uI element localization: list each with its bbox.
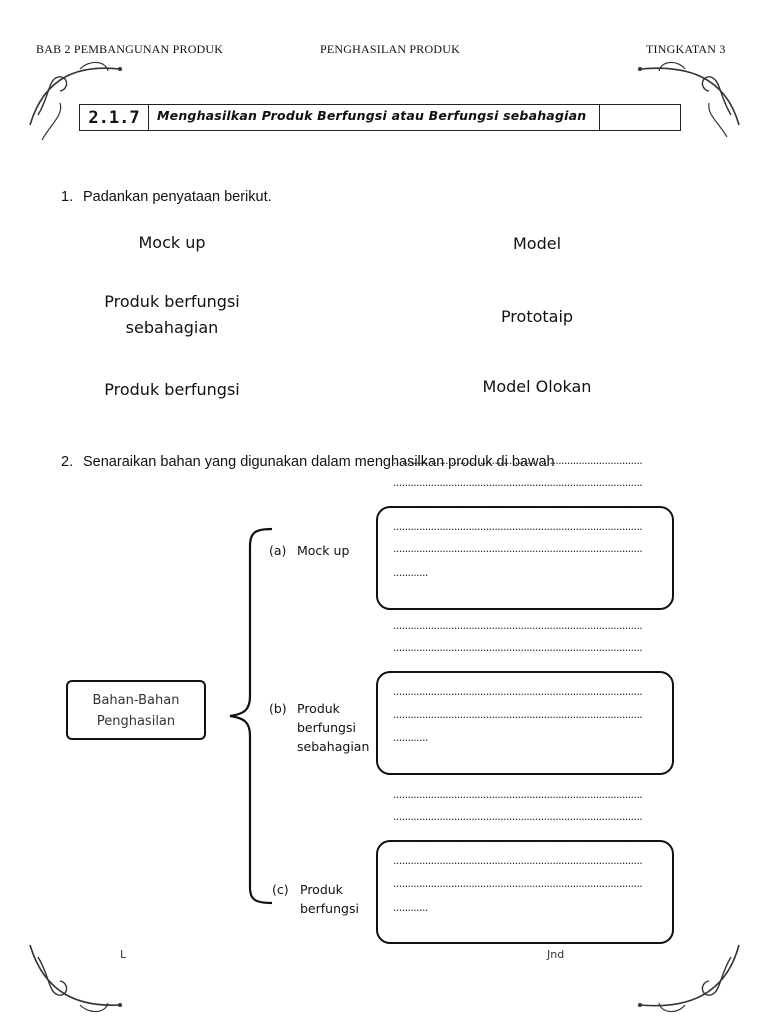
answer-line[interactable]: ........................................…	[393, 854, 643, 867]
ornament-top-right-icon	[638, 61, 740, 138]
q1-left-item-1: Mock up	[138, 233, 206, 252]
answer-line[interactable]: ........................................…	[393, 619, 643, 632]
item-a-marker: (a)	[269, 543, 287, 558]
answer-line[interactable]: ........................................…	[393, 520, 643, 533]
answer-line[interactable]: ........................................…	[393, 498, 643, 511]
q1-right-item-1: Model	[512, 234, 562, 253]
answer-line-short[interactable]: ............	[393, 901, 428, 914]
q2-number: 2.	[61, 454, 74, 470]
ornament-top-left-icon	[29, 61, 122, 141]
section-title-blank-cell	[600, 105, 680, 130]
item-b-marker: (b)	[269, 701, 287, 716]
q1-number: 1.	[61, 189, 74, 205]
answer-box-c[interactable]	[376, 840, 674, 944]
answer-line[interactable]: ........................................…	[393, 641, 643, 654]
answer-line[interactable]: ........................................…	[393, 832, 643, 845]
answer-line[interactable]: ........................................…	[393, 454, 643, 467]
answer-line[interactable]: ........................................…	[393, 685, 643, 698]
q1-right-item-2: Prototaip	[500, 307, 574, 326]
answer-line-short[interactable]: ............	[393, 566, 428, 579]
answer-line[interactable]: ........................................…	[393, 663, 643, 676]
ornament-bottom-left-icon	[29, 944, 122, 1013]
item-a-label: Mock up	[297, 543, 350, 558]
q1-left-item-3: Produk berfungsi	[104, 380, 240, 399]
section-title-bar: 2.1.7 Menghasilkan Produk Berfungsi atau…	[79, 104, 681, 131]
answer-line[interactable]: ........................................…	[393, 877, 643, 890]
header-topic: PENGHASILAN PRODUK	[320, 42, 460, 56]
root-box-bahan: Bahan-Bahan Penghasilan	[66, 680, 206, 740]
section-title: Menghasilkan Produk Berfungsi atau Berfu…	[149, 105, 600, 130]
item-c-marker: (c)	[272, 882, 289, 897]
q1-left-item-2: Produk berfungsi sebahagian	[104, 292, 240, 337]
answer-line[interactable]: ........................................…	[393, 708, 643, 721]
footer-right: Jnd	[547, 948, 565, 961]
answer-line[interactable]: ........................................…	[393, 788, 643, 801]
answer-line[interactable]: ........................................…	[393, 542, 643, 555]
curly-bracket-icon	[229, 527, 273, 905]
item-b-label: Produk berfungsi sebahagian	[297, 701, 370, 754]
section-code: 2.1.7	[80, 105, 149, 130]
answer-box-b[interactable]	[376, 671, 674, 775]
ornament-bottom-right-icon	[638, 944, 740, 1013]
answer-line[interactable]: ........................................…	[393, 476, 643, 489]
header-form: TINGKATAN 3	[646, 42, 726, 56]
q2-text: Senaraikan bahan yang digunakan dalam me…	[83, 454, 555, 470]
header-chapter: BAB 2 PEMBANGUNAN PRODUK	[36, 42, 224, 56]
answer-line-short[interactable]: ............	[393, 731, 428, 744]
q1-text: Padankan penyataan berikut.	[83, 189, 272, 205]
q1-right-item-3: Model Olokan	[482, 377, 592, 396]
answer-line[interactable]: ........................................…	[393, 810, 643, 823]
footer-left: L	[120, 948, 127, 961]
item-c-label: Produk berfungsi	[300, 882, 359, 916]
answer-box-a[interactable]	[376, 506, 674, 610]
